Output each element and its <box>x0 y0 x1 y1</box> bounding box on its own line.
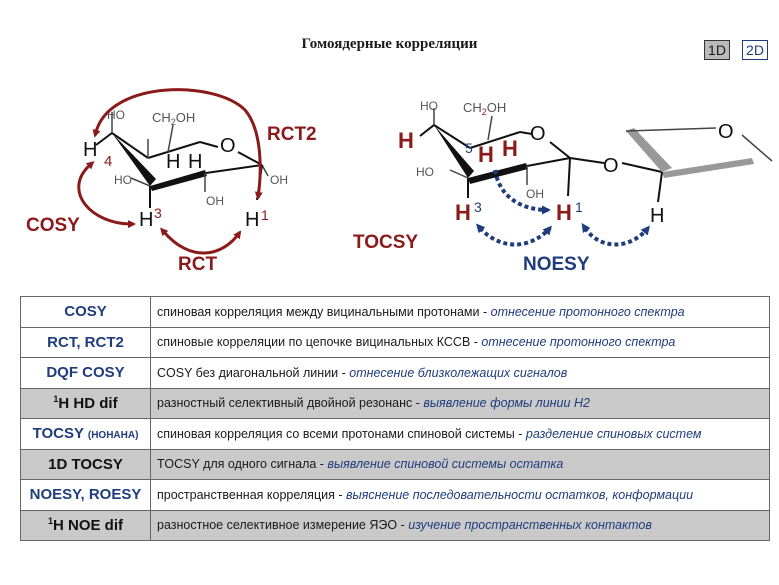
right-pyranose-ring <box>419 108 773 203</box>
left-oh-bottom: OH <box>206 194 224 208</box>
right-h-second-ring: H <box>650 205 664 227</box>
right-ring-oxygen: O <box>530 123 546 145</box>
method-cell: 1H NOE dif <box>20 509 151 541</box>
left-ho-bottom: HO <box>114 173 132 187</box>
right-h6: H <box>502 136 518 161</box>
left-ho-top: HO <box>107 108 125 122</box>
noesy-arrow-right <box>581 223 650 247</box>
right-ho-bottom: HO <box>416 165 434 179</box>
left-h-center-a: H <box>166 151 180 173</box>
description-cell: разностное селективное измерение ЯЭО - и… <box>150 509 770 541</box>
view-1d-button[interactable]: 1D <box>704 40 730 60</box>
left-h4: H <box>83 139 97 161</box>
right-h5-number: 5 <box>465 140 473 156</box>
cosy-arrow <box>77 160 136 229</box>
rct2-label: RCT2 <box>267 124 317 145</box>
description-cell: пространственная корреляция - выяснение … <box>150 479 770 511</box>
table-row: NOESY, ROESY пространственная корреляция… <box>20 479 770 511</box>
table-row: 1H HD dif разностный селективный двойной… <box>20 387 770 419</box>
table-row: TOCSY (HOHAHA) спиновая корреляция со вс… <box>20 418 770 450</box>
right-ch2oh-label: CH2OH <box>463 100 506 117</box>
method-cell: DQF COSY <box>20 357 151 389</box>
description-cell: спиновая корреляция между вицинальными п… <box>150 296 770 328</box>
rct-label: RCT <box>178 254 217 275</box>
description-cell: COSY без диагональной линии - отнесение … <box>150 357 770 389</box>
left-h3: H <box>139 209 153 231</box>
glycosidic-oxygen: O <box>603 155 619 177</box>
tocsy-label: TOCSY <box>353 232 418 253</box>
right-h3-number: 3 <box>474 199 482 215</box>
description-cell: спиновая корреляция со всеми протонами с… <box>150 418 770 450</box>
noesy-label: NOESY <box>523 254 590 275</box>
left-h1: H <box>245 209 259 231</box>
left-h3-number: 3 <box>154 205 162 221</box>
method-cell: COSY <box>20 296 151 328</box>
left-h1-number: 1 <box>261 207 269 223</box>
table-row: RCT, RCT2 спиновые корреляции по цепочке… <box>20 326 770 358</box>
description-cell: TOCSY для одного сигнала - выявление спи… <box>150 448 770 480</box>
table-row: DQF COSY COSY без диагональной линии - о… <box>20 357 770 389</box>
table-row: 1D TOCSY TOCSY для одного сигнала - выяв… <box>20 448 770 480</box>
tocsy-arrow <box>493 169 551 215</box>
noesy-arrow-left <box>475 223 553 247</box>
right-oh-bottom: OH <box>526 187 544 201</box>
rct2-arrow <box>92 88 263 200</box>
table-row: 1H NOE dif разностное селективное измере… <box>20 509 770 541</box>
method-cell: NOESY, ROESY <box>20 479 151 511</box>
left-ring-oxygen: O <box>220 135 236 157</box>
left-h4-number: 4 <box>104 153 112 170</box>
right-h4: H <box>398 128 414 153</box>
right-h1: H <box>556 200 572 225</box>
method-cell: TOCSY (HOHAHA) <box>20 418 151 450</box>
method-cell: 1D TOCSY <box>20 448 151 480</box>
left-oh-right: OH <box>270 173 288 187</box>
left-h-center-b: H <box>188 151 202 173</box>
right-h5: H <box>478 142 494 167</box>
table-row: COSY спиновая корреляция между вицинальн… <box>20 296 770 328</box>
right-h1-number: 1 <box>575 199 583 215</box>
left-pyranose-ring <box>95 112 269 208</box>
right-ho-top: HO <box>420 99 438 113</box>
right-h3: H <box>455 200 471 225</box>
correlation-diagrams: HO CH2OH O H 4 H H HO OH OH H 3 H 1 COSY… <box>26 88 773 275</box>
method-cell: 1H HD dif <box>20 387 151 419</box>
rct-arrow <box>160 227 242 255</box>
view-2d-button[interactable]: 2D <box>742 40 768 60</box>
description-cell: разностный селективный двойной резонанс … <box>150 387 770 419</box>
method-cell: RCT, RCT2 <box>20 326 151 358</box>
cosy-label: COSY <box>26 215 80 236</box>
description-cell: спиновые корреляции по цепочке вицинальн… <box>150 326 770 358</box>
page-title: Гомоядерные корреляции <box>301 36 478 52</box>
correlation-table: COSY спиновая корреляция между вицинальн… <box>20 296 770 541</box>
left-ch2oh-label: CH2OH <box>152 110 195 127</box>
second-ring-oxygen: O <box>718 121 734 143</box>
